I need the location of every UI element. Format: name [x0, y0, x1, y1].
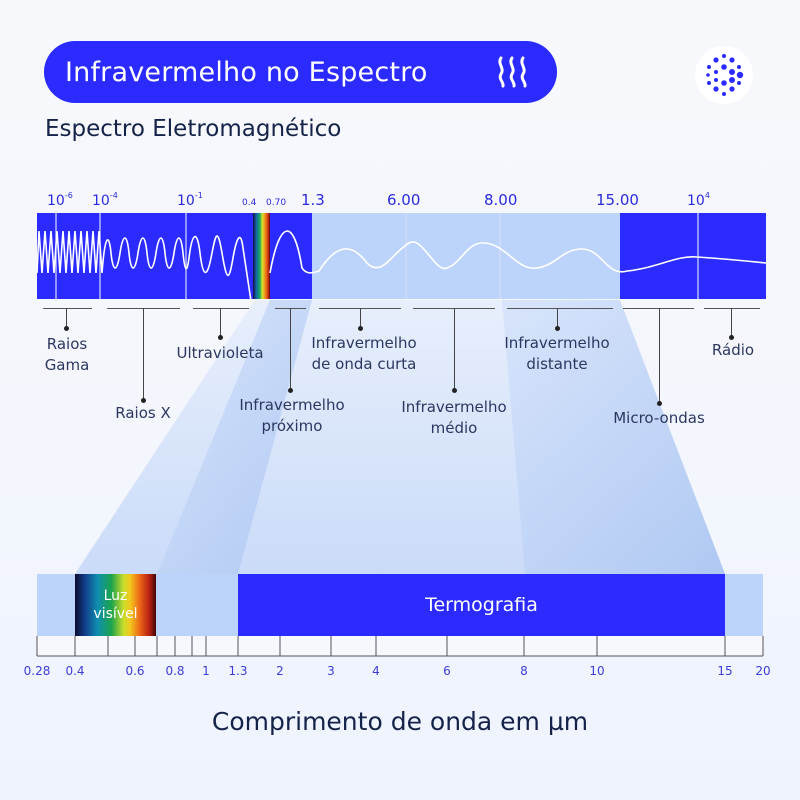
- scale-label-1.3: 1.3: [301, 191, 325, 209]
- scale-label-15: 15.00: [596, 191, 639, 209]
- scale-label-1e-4: 10-4: [92, 191, 118, 209]
- visible-light-segment: Luz visível: [75, 574, 156, 636]
- tick-label: 0.8: [165, 664, 185, 678]
- thermography-label: Termografia: [425, 594, 538, 616]
- axis-title: Comprimento de onda em µm: [211, 707, 589, 736]
- tick-label: 8: [520, 664, 528, 678]
- wavelength-ruler: [36, 636, 764, 657]
- tick-label: 15: [717, 664, 733, 678]
- thermography-segment: Termografia: [238, 574, 725, 636]
- scale-label-8: 8.00: [484, 191, 518, 209]
- tick-label: 0.4: [65, 664, 85, 678]
- band-label-radio: Rádio: [711, 341, 755, 359]
- scale-label-1e4: 104: [687, 191, 710, 209]
- dot-circle-logo-icon: [706, 54, 744, 96]
- page-title: Infravermelho no Espectro: [65, 56, 428, 88]
- scale-label-0.70: 0.70: [266, 198, 287, 208]
- scale-label-6: 6.00: [387, 191, 421, 209]
- infrared-detail-bar: Luz visível Termografia: [37, 574, 763, 636]
- band-label-xray: Raios X: [115, 404, 171, 422]
- brand-logo: [695, 46, 753, 104]
- electromagnetic-spectrum-bar: [37, 213, 766, 299]
- tick-label: 2: [276, 664, 284, 678]
- visible-light-label-line1: Luz: [103, 588, 128, 604]
- band-label-ultraviolet: Ultravioleta: [176, 344, 264, 362]
- band-label-microwaves: Micro-ondas: [613, 409, 705, 427]
- tick-label: 0.6: [125, 664, 145, 678]
- tick-label: 1.3: [228, 664, 248, 678]
- visible-light-label-line2: visível: [93, 606, 138, 622]
- scale-label-1e-6: 10-6: [47, 191, 73, 209]
- title-banner: Infravermelho no Espectro: [44, 41, 557, 103]
- scale-label-1e-1: 10-1: [177, 191, 203, 209]
- tick-label: 6: [443, 664, 451, 678]
- tick-label: 4: [372, 664, 380, 678]
- scale-label-0.4: 0.4: [242, 198, 257, 208]
- tick-label: 10: [589, 664, 605, 678]
- heat-waves-icon: [498, 56, 527, 88]
- tick-label: 3: [327, 664, 335, 678]
- tick-label: 20: [755, 664, 771, 678]
- tick-label: 1: [202, 664, 210, 678]
- tick-label: 0.28: [23, 664, 51, 678]
- section-subtitle: Espectro Eletromagnético: [45, 116, 342, 142]
